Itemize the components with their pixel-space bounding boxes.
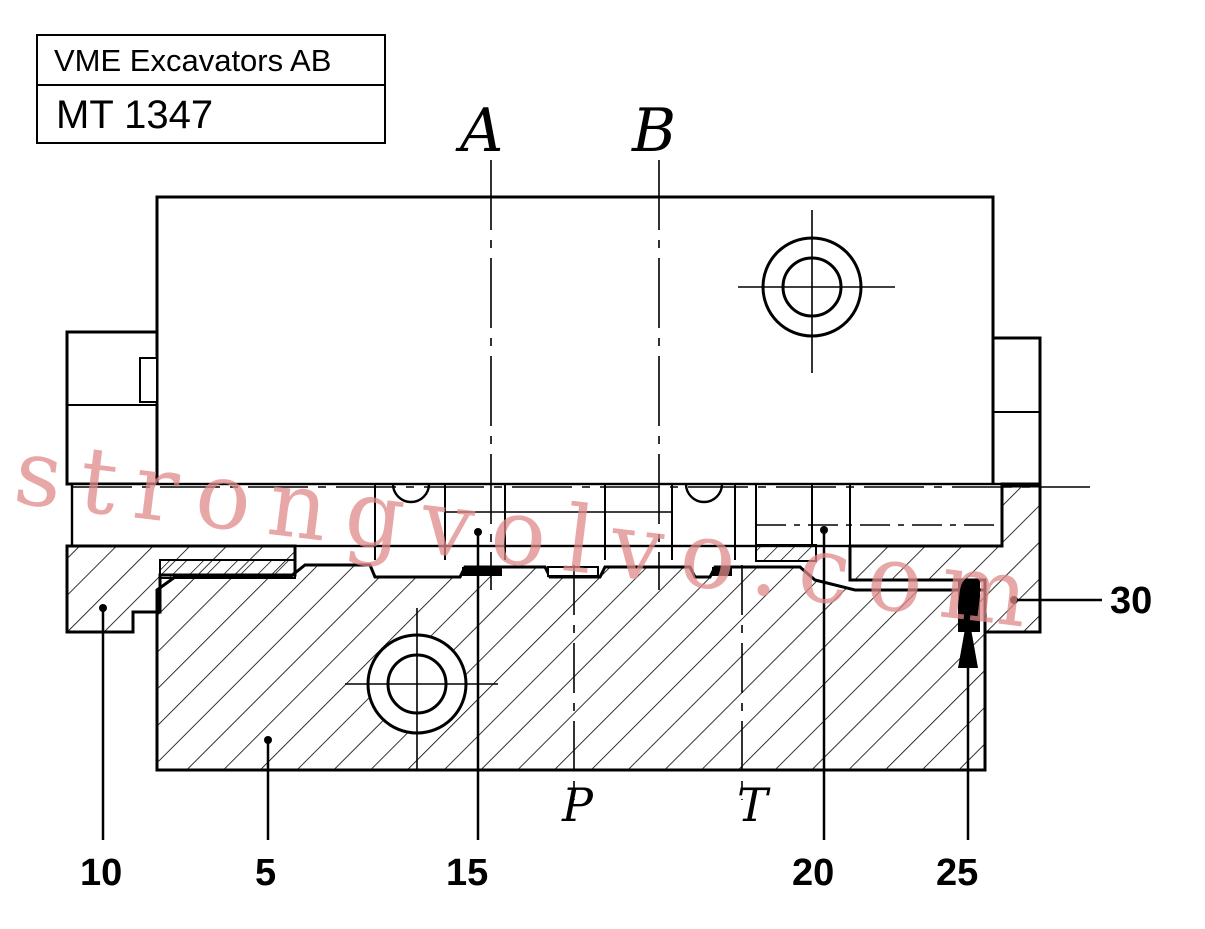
port-label-a: A (460, 96, 504, 166)
leader-lines (99, 526, 1102, 840)
callout-25: 25 (936, 852, 979, 894)
port-label-t: T (737, 778, 768, 832)
left-end-cap (65, 330, 159, 486)
lower-base-body (155, 563, 987, 772)
callout-15: 15 (446, 852, 489, 894)
spool-bore-area (70, 482, 1090, 562)
port-label-b: B (632, 96, 677, 166)
callout-20: 20 (792, 852, 835, 894)
port-hole-upper (738, 210, 895, 373)
port-hole-lower (345, 608, 498, 770)
callout-5: 5 (255, 852, 277, 894)
port-label-p: P (562, 778, 593, 832)
right-end-cap (991, 336, 1042, 488)
callout-30: 30 (1110, 580, 1153, 622)
title-block: VME Excavators AB MT 1347 (36, 34, 386, 144)
upper-valve-body (155, 195, 995, 487)
company-name: VME Excavators AB (38, 36, 384, 86)
callout-10: 10 (80, 852, 123, 894)
port-center-lines (490, 160, 743, 800)
drawing-number: MT 1347 (56, 93, 214, 137)
